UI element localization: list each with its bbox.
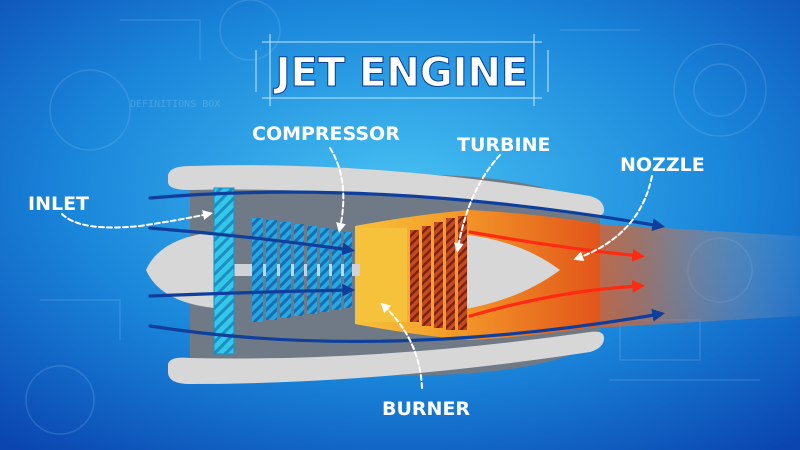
inlet-fan: [213, 187, 235, 355]
page-title: JET ENGINE: [273, 50, 529, 96]
label-compressor: COMPRESSOR: [252, 123, 400, 145]
exhaust-arrows: [468, 230, 646, 318]
label-burner: BURNER: [382, 398, 470, 420]
airflow-arrows: [148, 190, 666, 344]
burner-chamber: [355, 228, 407, 322]
label-nozzle: NOZZLE: [620, 154, 705, 176]
outer-casing-bottom: [168, 331, 604, 384]
blueprint-decorations: [25, 0, 767, 435]
nose-cone: [146, 232, 214, 308]
label-turbine: TURBINE: [457, 134, 550, 156]
compressor-stages: [252, 218, 352, 322]
title-frame: [255, 34, 549, 106]
watermark-text: DEFINITIONS BOX: [130, 99, 220, 110]
tail-cone: [460, 234, 560, 310]
turbine-stages: [410, 216, 467, 330]
callout-lines: [61, 147, 653, 389]
exhaust-plume: [560, 222, 800, 330]
label-inlet: INLET: [28, 193, 89, 215]
